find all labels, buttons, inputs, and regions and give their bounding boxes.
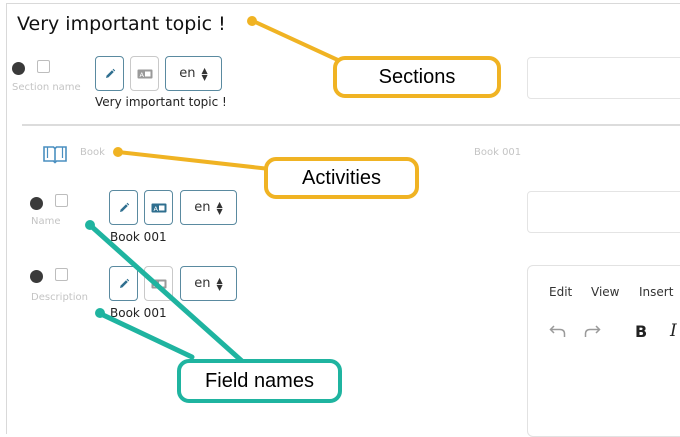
pencil-icon <box>119 202 129 212</box>
section-translate-button[interactable]: A <box>130 56 159 91</box>
field-names-callout: Field names <box>177 359 342 403</box>
rich-text-editor[interactable] <box>527 265 680 437</box>
section-language-value: en <box>179 66 196 81</box>
editor-menu-view[interactable]: View <box>591 285 620 299</box>
section-checkbox[interactable] <box>37 60 50 73</box>
select-caret-icon: ▲▼ <box>216 199 223 216</box>
select-caret-icon: ▲▼ <box>216 275 223 292</box>
translate-icon: A <box>151 203 166 212</box>
editor-menu-insert[interactable]: Insert <box>639 285 674 299</box>
italic-button[interactable]: I <box>670 321 677 341</box>
activities-arrow-dot <box>113 147 123 157</box>
section-value: Very important topic ! <box>95 95 227 109</box>
field-names-arrow-1 <box>88 223 246 365</box>
sections-arrow-dot <box>247 16 257 26</box>
name-translate-button[interactable]: A <box>144 190 173 225</box>
redo-icon[interactable] <box>583 323 601 339</box>
description-checkbox[interactable] <box>55 268 68 281</box>
name-language-value: en <box>194 200 211 215</box>
book-icon <box>43 146 67 164</box>
field-names-arrow-2-dot <box>95 308 105 318</box>
undo-icon[interactable] <box>549 323 567 339</box>
activity-label: Book <box>80 147 105 158</box>
section-field-label: Section name <box>12 82 81 93</box>
annotation-arrows <box>85 16 355 365</box>
description-language-value: en <box>194 276 211 291</box>
pencil-icon <box>105 68 115 78</box>
name-language-select[interactable]: en ▲▼ <box>180 190 237 225</box>
editor-menu-edit[interactable]: Edit <box>549 285 573 299</box>
pencil-icon <box>119 278 129 288</box>
description-status-dot <box>30 270 43 283</box>
section-translation-input[interactable] <box>527 57 680 99</box>
description-value: Book 001 <box>110 306 167 320</box>
description-edit-button[interactable] <box>109 266 138 301</box>
translate-icon: A <box>137 69 152 78</box>
section-divider <box>22 124 680 126</box>
field-names-arrow-1-dot <box>85 220 95 230</box>
name-field-label: Name <box>31 216 61 227</box>
select-caret-icon: ▲▼ <box>201 65 208 82</box>
sections-callout: Sections <box>333 56 501 98</box>
content-frame <box>6 3 680 434</box>
description-field-label: Description <box>31 292 88 303</box>
svg-text:A: A <box>153 204 158 212</box>
section-language-select[interactable]: en ▲▼ <box>165 56 222 91</box>
activity-right-label: Book 001 <box>474 147 522 158</box>
name-edit-button[interactable] <box>109 190 138 225</box>
description-language-select[interactable]: en ▲▼ <box>180 266 237 301</box>
name-translation-input[interactable] <box>527 191 680 233</box>
section-edit-button[interactable] <box>95 56 124 91</box>
svg-text:A: A <box>139 70 144 78</box>
name-value: Book 001 <box>110 230 167 244</box>
section-title: Very important topic ! <box>17 13 226 35</box>
activities-arrow <box>116 150 272 171</box>
name-status-dot <box>30 197 43 210</box>
bold-button[interactable]: B <box>635 322 648 341</box>
section-status-dot <box>12 62 25 75</box>
name-checkbox[interactable] <box>55 194 68 207</box>
field-names-arrow-2 <box>98 311 195 360</box>
activities-callout: Activities <box>264 157 419 199</box>
